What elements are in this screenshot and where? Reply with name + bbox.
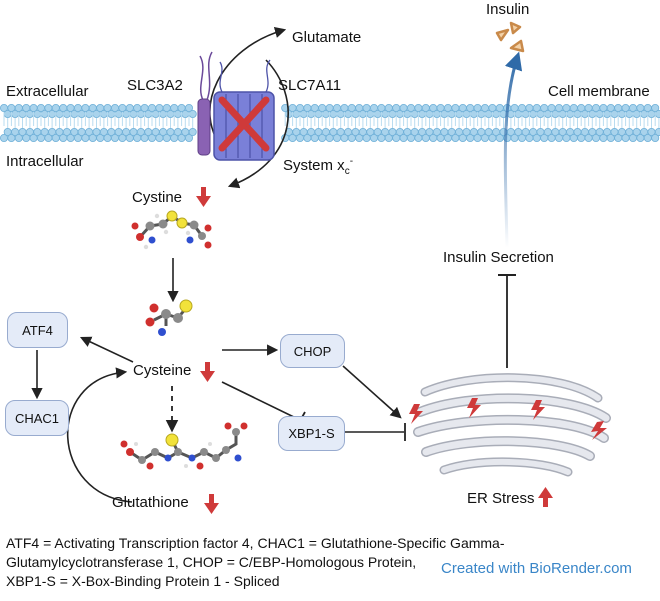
slc7a11-label: SLC7A11	[278, 77, 342, 94]
cysteine-label: Cysteine	[133, 362, 192, 379]
insulin-label: Insulin	[486, 1, 530, 18]
stress-bolt-icon	[409, 404, 423, 424]
insulin-granule	[495, 28, 510, 42]
cystine-label: Cystine	[132, 189, 183, 206]
cysteine-decrease-icon	[200, 362, 215, 382]
cystine-molecule	[131, 210, 212, 250]
atf4-box: ATF4	[7, 312, 68, 348]
cysteine-inhibits-xbp1s	[221, 381, 301, 421]
xbp1s-box: XBP1-S	[278, 416, 345, 451]
lipid-head	[654, 128, 660, 136]
cell-membrane	[0, 104, 660, 142]
er-stress-increase-icon	[538, 487, 553, 507]
cysteine-to-atf4-arrow	[79, 336, 134, 363]
membrane-tails	[3, 112, 660, 130]
system-xc-text: System x	[283, 157, 345, 174]
lipid-head	[184, 104, 193, 113]
legend-line: XBP1-S = X-Box-Binding Protein 1 - Splic…	[6, 573, 280, 589]
cystine-import-arrow	[227, 59, 289, 189]
stress-bolt-icon	[467, 398, 481, 418]
chop-box: CHOP	[280, 334, 345, 368]
membrane-heads-inner	[0, 127, 660, 142]
legend-line: ATF4 = Activating Transcription factor 4…	[6, 535, 505, 551]
er-stress-label: ER Stress	[467, 490, 535, 507]
abbreviation-legend: ATF4 = Activating Transcription factor 4…	[6, 534, 505, 591]
stress-bolts	[409, 398, 607, 440]
slc7a11-transporter	[213, 59, 275, 161]
cell-membrane-label: Cell membrane	[548, 83, 650, 100]
insulin-granules	[495, 21, 525, 53]
insulin-granule	[509, 21, 522, 35]
glutathione-molecule	[120, 422, 248, 470]
insulin-secretion-arrow	[503, 51, 523, 249]
glutamate-label: Glutamate	[292, 29, 362, 46]
chop-to-er-stress-arrow	[342, 365, 402, 419]
system-xc-subscript: c	[344, 166, 350, 177]
cystine-decrease-icon	[196, 187, 211, 207]
endoplasmic-reticulum	[413, 373, 611, 477]
lipid-head	[184, 133, 193, 142]
cysteine-molecule	[145, 299, 193, 336]
insulin-granule	[509, 39, 525, 53]
lipid-head	[188, 127, 197, 136]
glutathione-decrease-icon	[204, 494, 219, 514]
intracellular-label: Intracellular	[6, 153, 84, 170]
slc3a2-label: SLC3A2	[127, 77, 183, 94]
stress-bolt-icon	[531, 400, 545, 420]
stress-bolt-icon	[591, 421, 607, 440]
lipid-head	[188, 110, 197, 119]
extracellular-label: Extracellular	[6, 83, 89, 100]
lipid-head	[654, 110, 660, 118]
system-xc-superscript: -	[349, 156, 354, 167]
lipid-head	[651, 104, 660, 113]
insulin-secretion-label: Insulin Secretion	[443, 249, 554, 266]
chac1-box: CHAC1	[5, 400, 69, 436]
lipid-head	[651, 133, 660, 142]
system-xc-label: System xc-	[283, 153, 353, 181]
slc3a2-protein	[197, 51, 213, 156]
legend-line: Glutamylcyclotransferase 1, CHOP = C/EBP…	[6, 554, 417, 570]
glutathione-cycle-arrow	[66, 367, 133, 503]
biorender-credit: Created with BioRender.com	[441, 560, 632, 577]
glutathione-label: Glutathione	[112, 494, 189, 511]
membrane-heads-outer	[0, 104, 660, 119]
